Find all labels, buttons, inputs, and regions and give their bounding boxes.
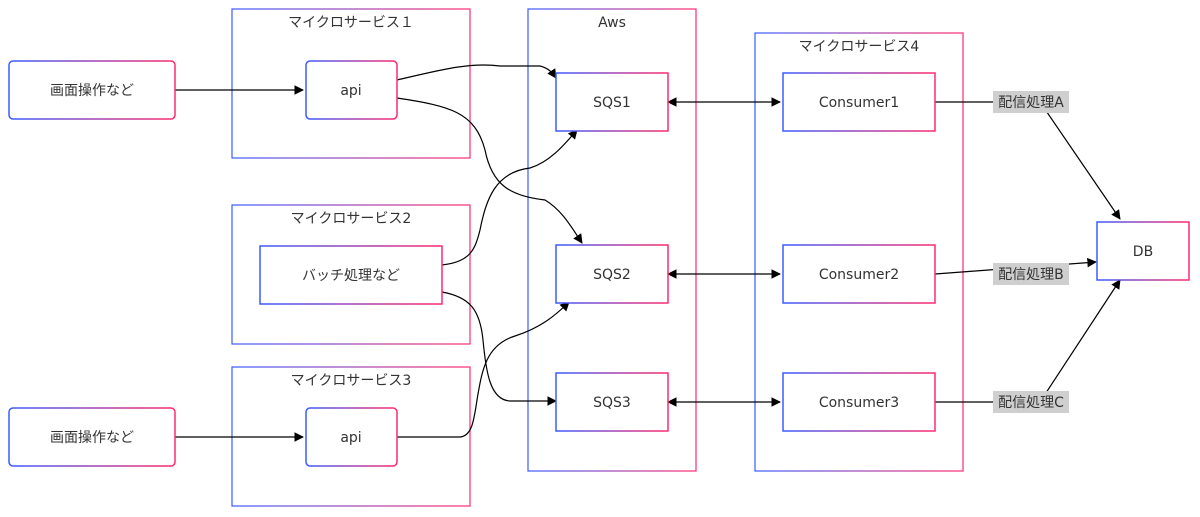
edge-api1-sqs1 [396,64,557,81]
node-consumer3-label: Consumer3 [819,395,899,411]
node-api-1[interactable]: api [305,60,398,120]
edge-label-b-text: 配信処理B [998,267,1064,283]
node-batch-label: バッチ処理など [302,268,400,284]
edge-batch-sqs3 [441,291,557,406]
edge-batch-sqs1 [441,129,578,266]
node-ui-1-label: 画面操作など [50,83,134,99]
node-api-3-label: api [340,430,361,446]
edge-label-c-text: 配信処理C [998,395,1064,411]
cluster-microservice-2: マイクロサービス2 [231,204,471,345]
node-ui-2[interactable]: 画面操作など [8,407,176,467]
node-consumer2-label: Consumer2 [819,267,899,283]
cluster-microservice-4: マイクロサービス4 [754,32,964,472]
node-db[interactable]: DB [1096,221,1190,281]
cluster-title-ms4: マイクロサービス4 [799,39,920,55]
edge-label-a-text: 配信処理A [998,95,1064,111]
node-consumer2[interactable]: Consumer2 [782,244,936,304]
node-api-3[interactable]: api [305,407,398,467]
node-consumer1[interactable]: Consumer1 [782,72,936,132]
cluster-microservice-1: マイクロサービス１ [231,8,471,159]
cluster-aws: Aws [527,8,697,472]
node-ui-2-label: 画面操作など [50,430,134,446]
node-consumer3[interactable]: Consumer3 [782,372,936,432]
node-sqs3[interactable]: SQS3 [555,372,669,432]
node-sqs1[interactable]: SQS1 [555,72,669,132]
edge-api1-sqs2 [396,97,583,244]
node-db-label: DB [1133,244,1153,260]
cluster-title-ms1: マイクロサービス１ [288,15,414,31]
edge-label-b: 配信処理B [993,263,1069,285]
node-sqs2-label: SQS2 [593,267,631,283]
node-api-1-label: api [340,83,361,99]
node-sqs3-label: SQS3 [593,395,631,411]
node-consumer1-label: Consumer1 [819,95,899,111]
cluster-title-aws: Aws [598,15,626,31]
edges [175,64,1121,442]
node-sqs2[interactable]: SQS2 [555,244,669,304]
cluster-title-ms2: マイクロサービス2 [291,211,412,227]
edge-api3-sqs2 [397,301,570,438]
node-ui-1[interactable]: 画面操作など [8,60,176,120]
edge-label-a: 配信処理A [993,91,1069,113]
node-sqs1-label: SQS1 [593,95,631,111]
cluster-title-ms3: マイクロサービス3 [291,373,412,389]
node-batch[interactable]: バッチ処理など [259,245,443,305]
edge-label-c: 配信処理C [993,391,1069,413]
